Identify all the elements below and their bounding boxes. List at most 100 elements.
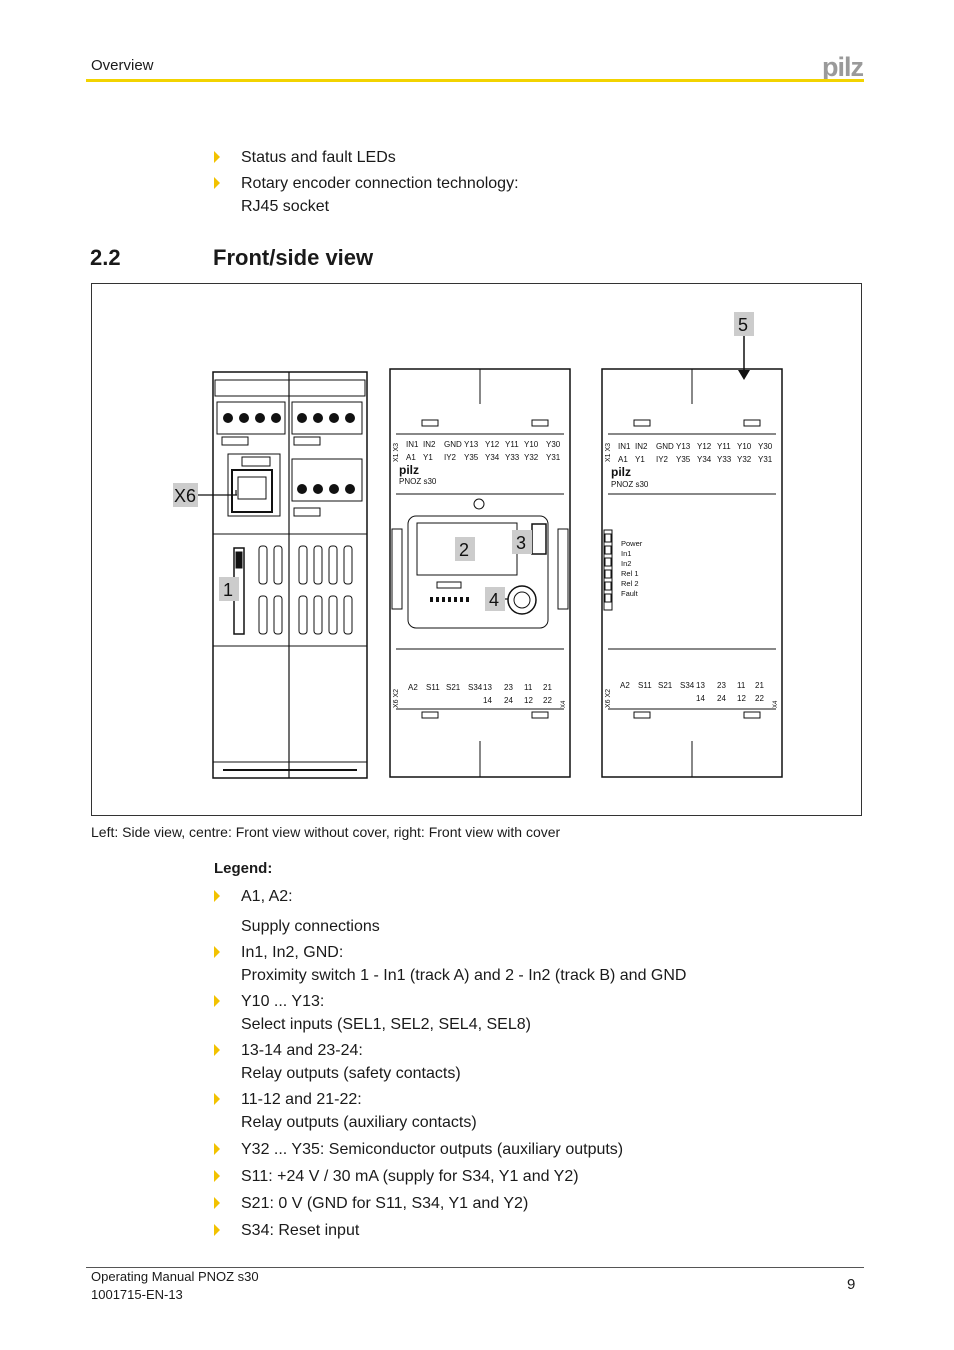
pilz-logo: pilz bbox=[822, 52, 864, 82]
svg-text:A1: A1 bbox=[406, 453, 416, 462]
svg-text:X4: X4 bbox=[773, 700, 779, 708]
header-rule bbox=[86, 79, 864, 82]
legend-term: A1, A2: bbox=[241, 888, 293, 905]
svg-text:24: 24 bbox=[717, 694, 726, 703]
bullet-arrow-icon bbox=[214, 1224, 220, 1236]
bullet-arrow-icon bbox=[214, 946, 220, 958]
svg-text:X1 X3: X1 X3 bbox=[605, 443, 612, 462]
svg-text:S21: S21 bbox=[658, 681, 673, 690]
svg-text:Y11: Y11 bbox=[505, 440, 519, 449]
legend-description: Select inputs (SEL1, SEL2, SEL4, SEL8) bbox=[241, 1016, 531, 1033]
svg-text:21: 21 bbox=[543, 683, 552, 692]
svg-text:Y13: Y13 bbox=[676, 442, 691, 451]
svg-text:IN1: IN1 bbox=[618, 442, 631, 451]
svg-text:14: 14 bbox=[696, 694, 705, 703]
svg-text:11: 11 bbox=[737, 681, 746, 690]
page-number: 9 bbox=[847, 1276, 856, 1293]
svg-text:S34: S34 bbox=[468, 683, 483, 692]
bullet-arrow-icon bbox=[214, 1170, 220, 1182]
list-item: Y32 ... Y35: Semiconductor outputs (auxi… bbox=[214, 1138, 686, 1161]
legend-term: 11-12 and 21-22: bbox=[241, 1091, 362, 1108]
svg-text:12: 12 bbox=[524, 696, 533, 705]
svg-text:Y30: Y30 bbox=[546, 440, 561, 449]
front-view-with-cover bbox=[601, 368, 783, 778]
svg-text:A2: A2 bbox=[620, 681, 630, 690]
svg-text:Y11: Y11 bbox=[717, 442, 731, 451]
bullet-arrow-icon bbox=[214, 1044, 220, 1056]
list-item: S11: +24 V / 30 mA (supply for S34, Y1 a… bbox=[214, 1165, 686, 1188]
svg-text:Y1: Y1 bbox=[423, 453, 433, 462]
svg-text:PNOZ s30: PNOZ s30 bbox=[611, 480, 649, 489]
header-section-title: Overview bbox=[91, 57, 154, 74]
svg-text:S11: S11 bbox=[426, 683, 440, 692]
front-view-no-cover bbox=[389, 368, 571, 778]
svg-text:23: 23 bbox=[504, 683, 513, 692]
intro-bullet-list: Status and fault LEDs Rotary encoder con… bbox=[214, 146, 519, 218]
bullet-arrow-icon bbox=[214, 1093, 220, 1105]
svg-text:PNOZ s30: PNOZ s30 bbox=[399, 477, 437, 486]
list-item: Status and fault LEDs bbox=[214, 146, 519, 169]
svg-text:Y35: Y35 bbox=[676, 455, 691, 464]
svg-text:21: 21 bbox=[755, 681, 764, 690]
svg-text:22: 22 bbox=[755, 694, 764, 703]
svg-text:X6 X2: X6 X2 bbox=[605, 689, 612, 708]
svg-text:In1: In1 bbox=[621, 549, 631, 558]
list-item: A1, A2: Supply connections bbox=[214, 885, 686, 938]
legend-list: A1, A2: Supply connections In1, In2, GND… bbox=[214, 885, 686, 1242]
svg-text:Y33: Y33 bbox=[717, 455, 732, 464]
svg-text:22: 22 bbox=[543, 696, 552, 705]
svg-text:X1 X3: X1 X3 bbox=[393, 443, 400, 462]
legend-term: S11: +24 V / 30 mA (supply for S34, Y1 a… bbox=[241, 1168, 579, 1185]
svg-text:Rel 2: Rel 2 bbox=[621, 579, 639, 588]
svg-text:14: 14 bbox=[483, 696, 492, 705]
bullet-text-continued: RJ45 socket bbox=[241, 198, 330, 215]
legend-term: 13-14 and 23-24: bbox=[241, 1042, 363, 1059]
svg-text:Y32: Y32 bbox=[737, 455, 752, 464]
svg-text:IN1: IN1 bbox=[406, 440, 419, 449]
callout-4: 4 bbox=[489, 590, 499, 610]
list-item: 13-14 and 23-24: Relay outputs (safety c… bbox=[214, 1039, 686, 1085]
svg-text:13: 13 bbox=[483, 683, 492, 692]
svg-text:Y34: Y34 bbox=[697, 455, 712, 464]
callout-2: 2 bbox=[459, 540, 469, 560]
section-number: 2.2 bbox=[90, 245, 121, 270]
svg-text:IY2: IY2 bbox=[656, 455, 669, 464]
svg-text:Y34: Y34 bbox=[485, 453, 500, 462]
legend-description: Supply connections bbox=[241, 918, 380, 935]
bullet-arrow-icon bbox=[214, 1197, 220, 1209]
svg-text:GND: GND bbox=[444, 440, 462, 449]
legend-term: Y10 ... Y13: bbox=[241, 993, 325, 1010]
svg-text:Y10: Y10 bbox=[524, 440, 539, 449]
svg-text:13: 13 bbox=[696, 681, 705, 690]
svg-text:X6 X2: X6 X2 bbox=[393, 689, 400, 708]
svg-text:Y12: Y12 bbox=[485, 440, 500, 449]
bullet-arrow-icon bbox=[214, 151, 220, 163]
svg-text:Y32: Y32 bbox=[524, 453, 539, 462]
terminal-labels-right: IN1 IN2 GND Y13 Y12 Y11 Y10 Y30 A1 Y1 IY… bbox=[605, 442, 779, 708]
figure-caption: Left: Side view, centre: Front view with… bbox=[91, 824, 561, 840]
bullet-arrow-icon bbox=[214, 1143, 220, 1155]
svg-text:A1: A1 bbox=[618, 455, 628, 464]
list-item: In1, In2, GND: Proximity switch 1 - In1 … bbox=[214, 941, 686, 987]
svg-text:Y13: Y13 bbox=[464, 440, 479, 449]
svg-text:12: 12 bbox=[737, 694, 746, 703]
svg-text:S11: S11 bbox=[638, 681, 652, 690]
legend-description: Relay outputs (auxiliary contacts) bbox=[241, 1114, 477, 1131]
callout-5: 5 bbox=[738, 315, 748, 335]
list-item: 11-12 and 21-22: Relay outputs (auxiliar… bbox=[214, 1088, 686, 1134]
bullet-text: Status and fault LEDs bbox=[241, 149, 396, 166]
svg-text:Fault: Fault bbox=[621, 589, 639, 598]
svg-text:Y31: Y31 bbox=[758, 455, 773, 464]
svg-text:pilz: pilz bbox=[399, 463, 419, 477]
callout-3: 3 bbox=[516, 533, 526, 553]
svg-text:S34: S34 bbox=[680, 681, 695, 690]
bullet-arrow-icon bbox=[214, 890, 220, 902]
footer-doc-number: 1001715-EN-13 bbox=[91, 1287, 183, 1302]
callout-1: 1 bbox=[223, 580, 233, 600]
list-item: Rotary encoder connection technology: RJ… bbox=[214, 172, 519, 218]
svg-text:IN2: IN2 bbox=[635, 442, 648, 451]
bullet-text: Rotary encoder connection technology: bbox=[241, 175, 519, 192]
bullet-arrow-icon bbox=[214, 995, 220, 1007]
svg-text:11: 11 bbox=[524, 683, 533, 692]
footer-rule bbox=[86, 1267, 864, 1268]
